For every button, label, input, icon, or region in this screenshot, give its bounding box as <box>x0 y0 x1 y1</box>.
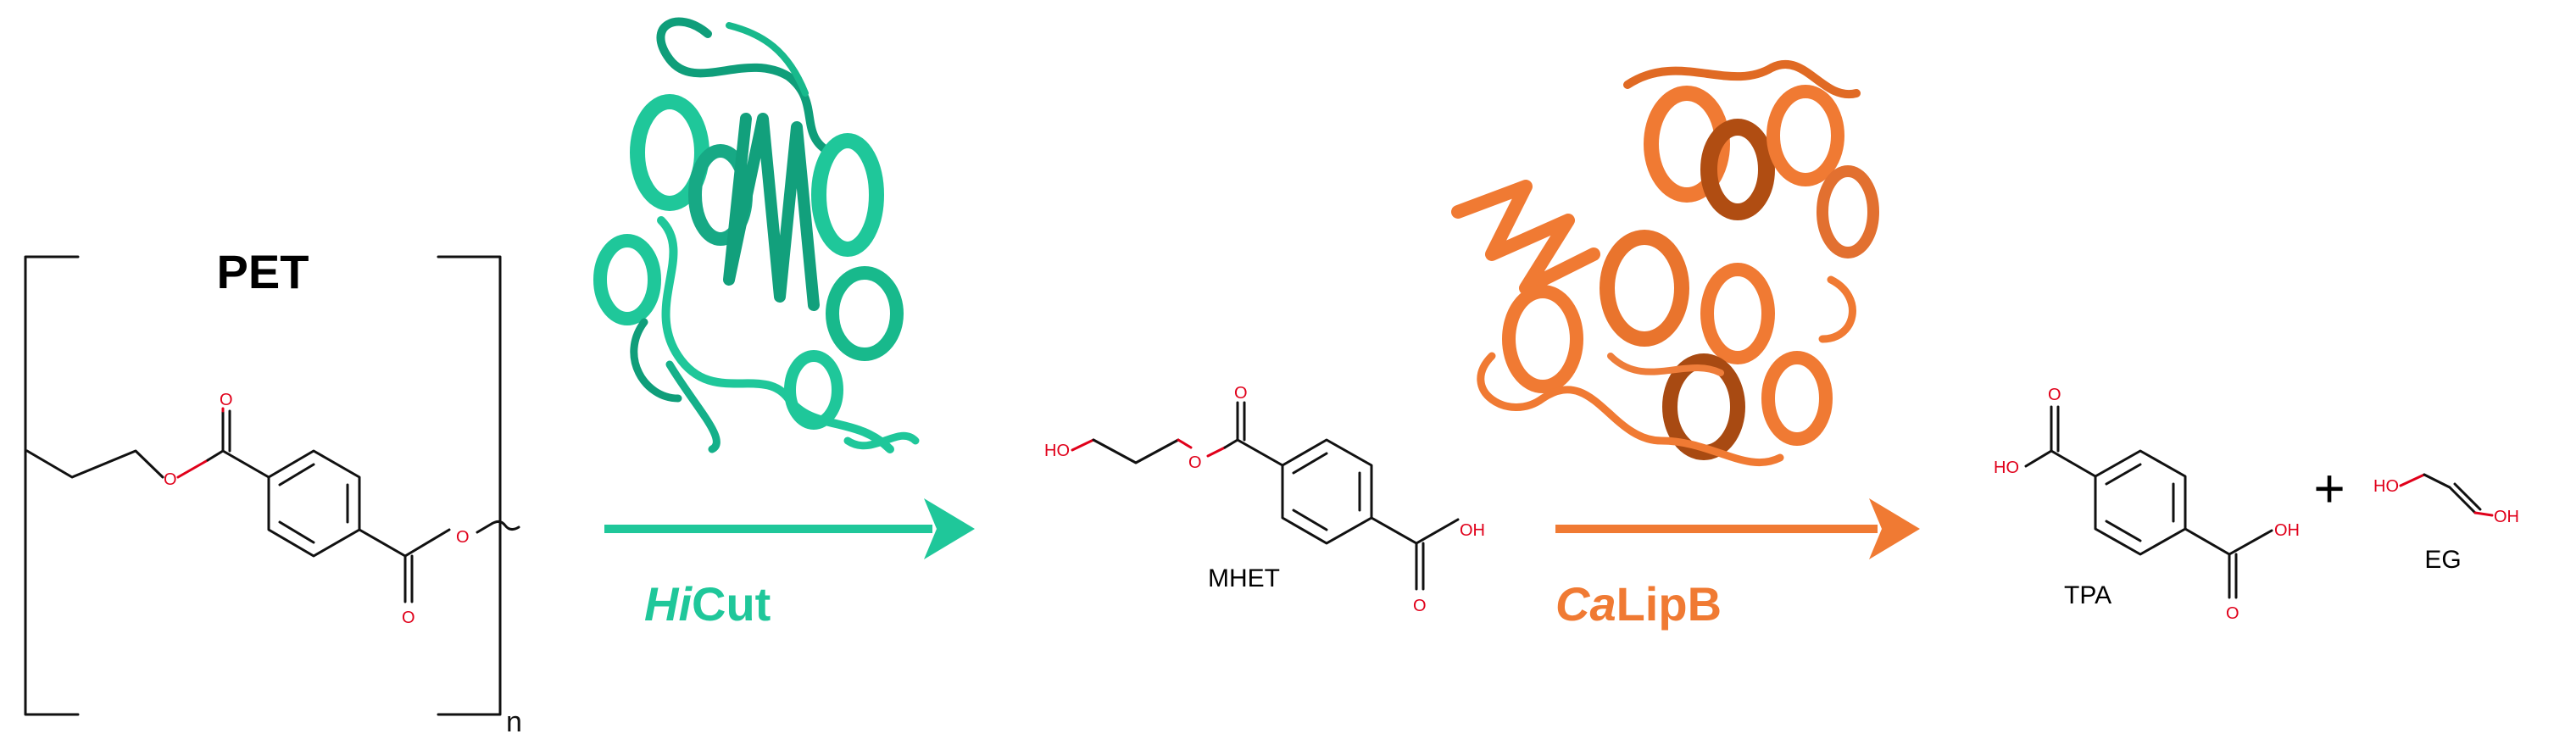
calipb-label: CaLipB <box>1555 577 1722 631</box>
mhet-hydroxyl-left: HO <box>1044 442 1070 460</box>
mhet-label: MHET <box>1208 564 1280 592</box>
tpa-hydroxyl-left: HO <box>1994 459 2019 477</box>
left-bracket <box>24 255 80 716</box>
mhet-ester-oxygen: O <box>1188 453 1202 472</box>
pet-structure: n PET O O O O <box>24 245 522 738</box>
eg-structure: HO OH EG <box>2373 473 2519 574</box>
pet-title: PET <box>217 245 309 298</box>
mhet-hydroxyl-right: OH <box>1460 521 1485 540</box>
pet-ester-oxygen-1: O <box>164 470 177 489</box>
right-bracket <box>437 255 502 716</box>
mhet-structure: HO O O OH O MHET <box>1044 384 1485 615</box>
calipb-protein-structure <box>1451 59 1879 466</box>
hicut-reaction-arrow <box>604 498 975 559</box>
tpa-label: TPA <box>2064 581 2111 609</box>
pet-ester-oxygen-2: O <box>456 528 470 547</box>
tpa-hydroxyl-right: OH <box>2274 521 2300 540</box>
mhet-carbonyl-oxygen-2: O <box>1413 597 1427 615</box>
mhet-carbonyl-oxygen-1: O <box>1234 384 1248 403</box>
tpa-structure: HO O OH O TPA <box>1994 386 2300 623</box>
tpa-carbonyl-oxygen-bottom: O <box>2226 604 2239 623</box>
eg-hydroxyl-left: HO <box>2373 477 2399 496</box>
plus-sign: + <box>2313 458 2345 519</box>
pet-subscript: n <box>506 706 522 738</box>
pet-carbonyl-oxygen-2: O <box>402 609 415 627</box>
hicut-protein-structure <box>593 17 920 453</box>
eg-hydroxyl-right: OH <box>2494 508 2519 526</box>
eg-label: EG <box>2424 546 2461 574</box>
calipb-reaction-arrow <box>1555 498 1920 559</box>
pet-carbonyl-oxygen-1: O <box>220 391 233 409</box>
tpa-carbonyl-oxygen-top: O <box>2048 386 2061 404</box>
hicut-label: HiCut <box>644 577 771 631</box>
